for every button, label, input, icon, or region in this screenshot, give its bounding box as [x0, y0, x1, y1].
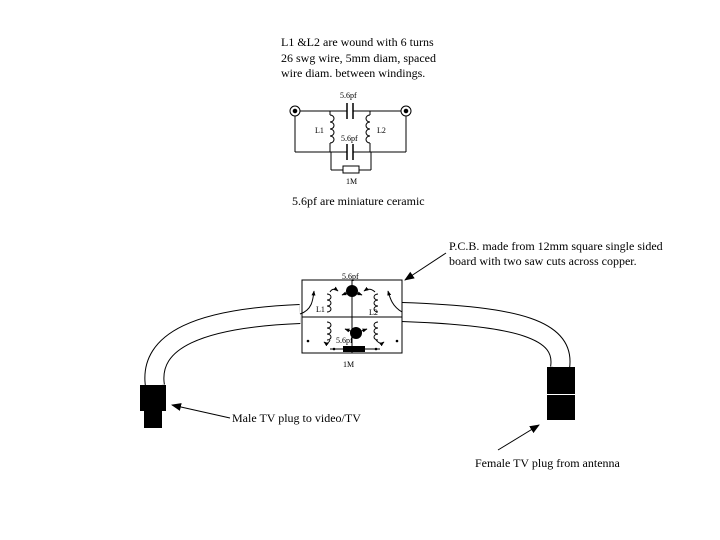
pcb-note-line2: board with two saw cuts across copper. [449, 254, 637, 268]
pcb-l2-label: L2 [369, 308, 378, 317]
winding-note-line1: L1 &L2 are wound with 6 turns [281, 35, 434, 49]
pcb-resistor [343, 346, 365, 352]
inductor-l1 [329, 114, 335, 144]
pcb-inductor-l2-top [373, 293, 379, 313]
schematic-resistor-label: 1M [346, 177, 357, 186]
female-plug-arrow [497, 424, 540, 451]
pcb-note-arrow [404, 252, 447, 281]
schematic-l2-label: L2 [377, 126, 386, 135]
pcb-cap-bottom-label: 5.6pf [336, 336, 353, 345]
schematic-l1-label: L1 [315, 126, 324, 135]
right-cable [401, 302, 571, 370]
pcb-note-line1: P.C.B. made from 12mm square single side… [449, 239, 663, 253]
pcb-l1-label: L1 [316, 305, 325, 314]
resistor-1m [342, 165, 360, 174]
winding-note-line2: 26 swg wire, 5mm diam, spaced [281, 51, 436, 65]
pcb-inductor-l1-top [326, 293, 332, 313]
schematic-cap-top-label: 5.6pf [340, 91, 357, 100]
male-plug-label: Male TV plug to video/TV [232, 411, 361, 425]
inductor-l2 [365, 114, 371, 144]
winding-note-line3: wire diam. between windings. [281, 66, 425, 80]
male-plug-arrow [171, 403, 231, 419]
pcb-capacitor-bottom [350, 327, 362, 339]
left-cable [144, 304, 301, 388]
capacitor-note: 5.6pf are miniature ceramic [292, 194, 425, 208]
pcb-cap-top-label: 5.6pf [342, 272, 359, 281]
schematic [289, 103, 412, 174]
female-plug-label: Female TV plug from antenna [475, 456, 621, 470]
pcb-inductor-l1-bottom [326, 321, 332, 341]
schematic-cap-mid-label: 5.6pf [341, 134, 358, 143]
pcb-resistor-label: 1M [343, 360, 354, 369]
pcb-capacitor-top [346, 285, 358, 297]
female-tv-plug [547, 367, 575, 420]
male-tv-plug [140, 385, 166, 428]
pcb-inductor-l2-bottom [373, 321, 379, 341]
